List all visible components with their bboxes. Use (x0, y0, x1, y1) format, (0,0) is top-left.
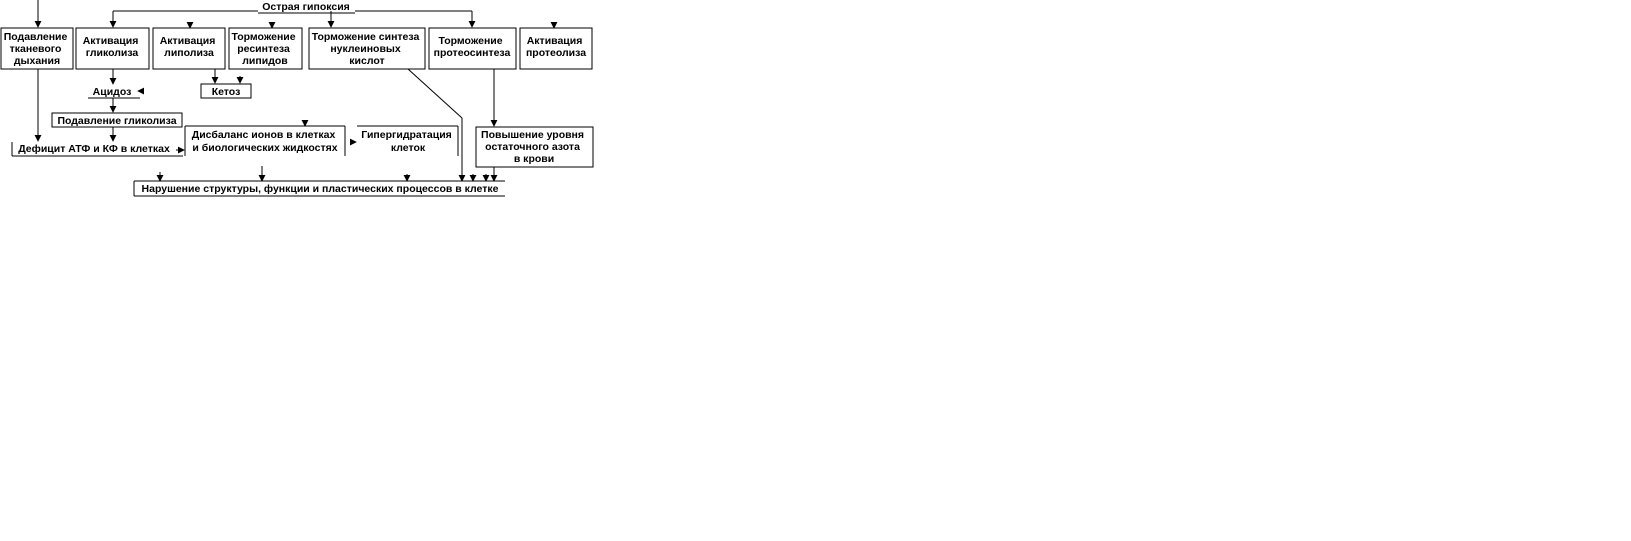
acute-hypoxia-label: Острая гипоксия (262, 1, 350, 13)
ketosis-label: Кетоз (212, 86, 241, 98)
node-proteosynthesis: Торможение протеосинтеза (428, 27, 517, 70)
node-proteolysis-activation: Активация протеолиза (519, 27, 593, 70)
node-glycolysis-activation: Активация гликолиза (75, 27, 150, 70)
residual-nitrogen-label: Повышение уровня остаточного азота в кро… (481, 129, 587, 165)
node-cell-disruption: Нарушение структуры, функции и пластичес… (133, 181, 505, 197)
node-lipolysis-activation: Активация липолиза (152, 27, 226, 70)
node-hyperhydration: Гипергидратация клеток (361, 129, 454, 154)
proteosynthesis-label: Торможение протеосинтеза (434, 35, 511, 59)
tissue-respiration-label: Подавление тканевого дыхания (4, 31, 71, 67)
node-tissue-respiration: Подавление тканевого дыхания (0, 27, 74, 70)
atp-deficit-label: Дефицит АТФ и КФ в клетках (18, 143, 170, 155)
node-glycolysis-suppression: Подавление гликолиза (51, 112, 183, 128)
lipid-resynthesis-label: Торможение ресинтеза липидов (231, 31, 298, 67)
hyperhydration-label: Гипергидратация клеток (361, 129, 454, 154)
glycolysis-suppression-label: Подавление гликолиза (57, 115, 176, 127)
proteolysis-activation-label: Активация протеолиза (526, 35, 586, 59)
ion-imbalance-label: Дисбаланс ионов в клетках и биологически… (192, 129, 339, 154)
node-acute-hypoxia: Острая гипоксия (258, 1, 355, 14)
acidosis-label: Ацидоз (93, 86, 132, 98)
connectors (11, 0, 558, 182)
cell-disruption-label: Нарушение структуры, функции и пластичес… (142, 183, 499, 195)
node-acidosis: Ацидоз (93, 86, 132, 98)
glycolysis-activation-label: Активация гликолиза (83, 35, 142, 59)
node-lipid-resynthesis: Торможение ресинтеза липидов (228, 27, 303, 70)
lipolysis-activation-label: Активация липолиза (160, 35, 219, 59)
node-residual-nitrogen: Повышение уровня остаточного азота в кро… (475, 126, 594, 168)
node-ketosis: Кетоз (200, 83, 252, 99)
nucleic-synthesis-label: Торможение синтеза нуклеиновых кислот (312, 31, 423, 67)
node-atp-deficit: Дефицит АТФ и КФ в клетках (18, 143, 170, 155)
node-ion-imbalance: Дисбаланс ионов в клетках и биологически… (192, 129, 339, 154)
node-nucleic-synthesis: Торможение синтеза нуклеиновых кислот (308, 27, 426, 70)
